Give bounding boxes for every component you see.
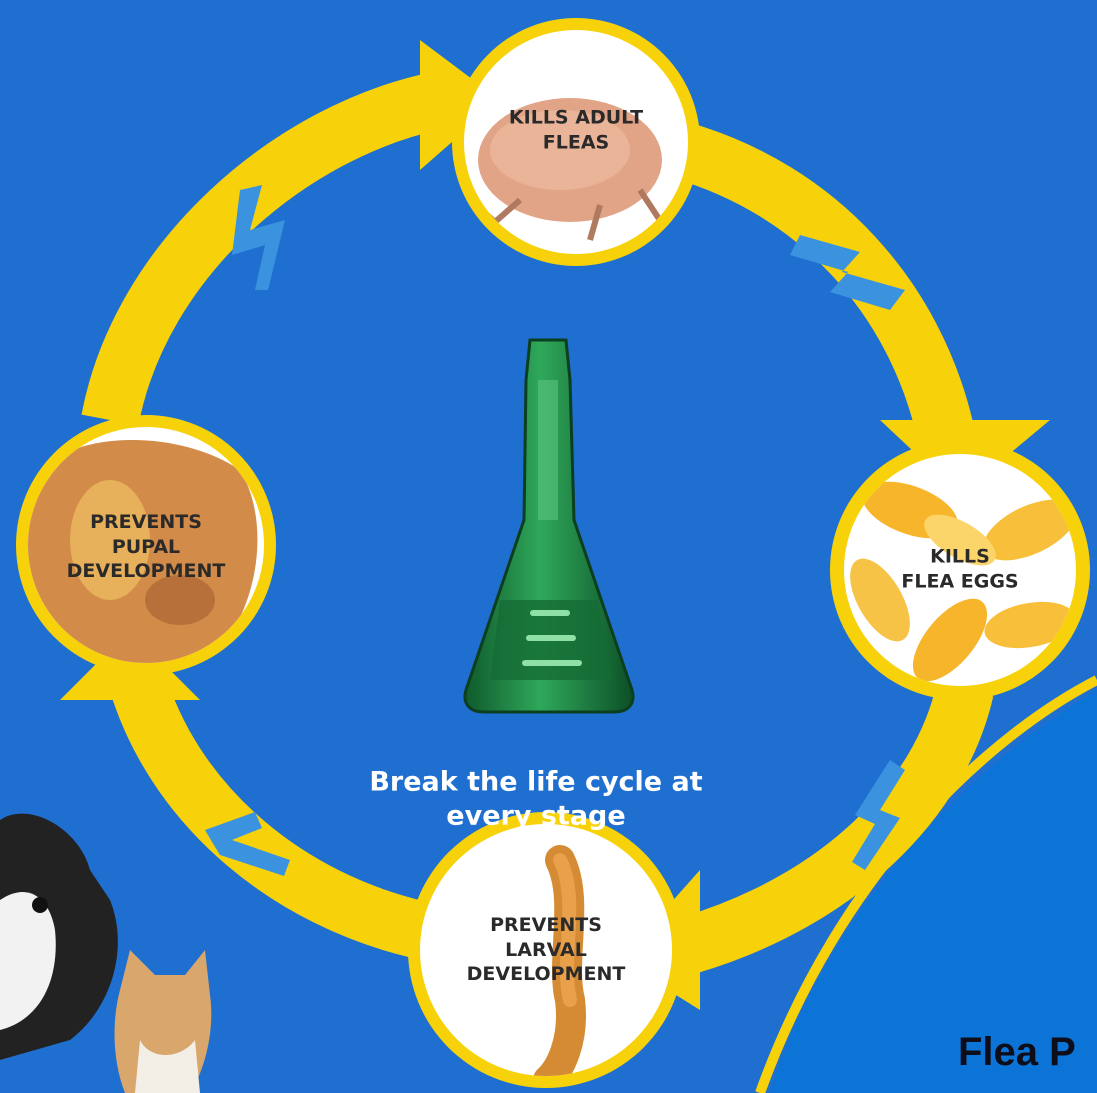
- caption-line: every stage: [369, 799, 702, 833]
- brand-text: Flea P: [958, 1030, 1076, 1075]
- stage-label-larval: PREVENTS LARVAL DEVELOPMENT: [467, 913, 626, 987]
- caption: Break the life cycle at every stage: [369, 765, 702, 833]
- stage-label-eggs: KILLS FLEA EGGS: [901, 544, 1018, 593]
- stage-label-line: DEVELOPMENT: [67, 559, 226, 584]
- caption-line: Break the life cycle at: [369, 765, 702, 799]
- stage-label-pupal: PREVENTS PUPAL DEVELOPMENT: [67, 510, 226, 584]
- stage-label-line: KILLS ADULT: [509, 105, 643, 130]
- stage-label-line: LARVAL: [467, 938, 626, 963]
- stage-label-line: DEVELOPMENT: [467, 962, 626, 987]
- stage-label-line: PUPAL: [67, 535, 226, 560]
- stage-label-line: PREVENTS: [467, 913, 626, 938]
- stage-label-line: KILLS: [901, 544, 1018, 569]
- stage-label-adult: KILLS ADULT FLEAS: [509, 105, 643, 154]
- stage-label-line: PREVENTS: [67, 510, 226, 535]
- stage-label-line: FLEAS: [509, 130, 643, 155]
- stage-label-line: FLEA EGGS: [901, 569, 1018, 594]
